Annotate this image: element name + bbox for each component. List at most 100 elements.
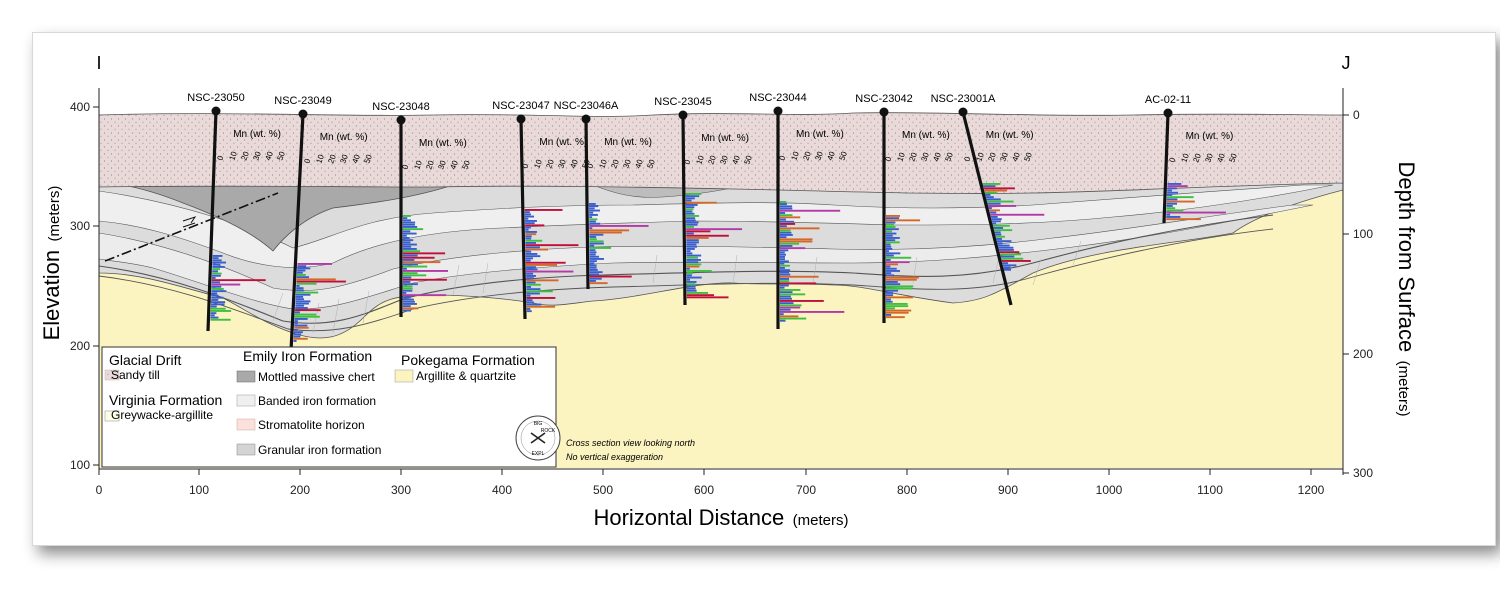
mn-bar xyxy=(296,280,346,283)
x-title-unit: (meters) xyxy=(793,512,849,529)
mn-tick-label: 20 xyxy=(907,151,919,163)
mn-bar xyxy=(686,287,696,290)
mn-bar xyxy=(986,198,1001,201)
mn-bar xyxy=(211,281,221,284)
depth-axis-title: Depth from Surface (meters) xyxy=(1394,161,1419,416)
mn-bar xyxy=(780,229,791,232)
mn-bar xyxy=(526,277,534,280)
mn-bar xyxy=(403,217,408,220)
mn-bar xyxy=(294,326,309,329)
mn-bar xyxy=(1166,209,1184,212)
mn-bar xyxy=(780,319,786,322)
mn-tick-label: 0 xyxy=(520,162,530,170)
mn-bar xyxy=(886,316,905,319)
mn-bar xyxy=(686,254,702,257)
mn-bar xyxy=(886,243,891,246)
mn-bar xyxy=(525,222,535,225)
mn-tick-label: 40 xyxy=(730,154,742,166)
mn-bar xyxy=(999,251,1020,254)
mn-bar xyxy=(212,270,219,273)
mn-bar xyxy=(780,247,806,250)
mn-bar xyxy=(210,307,226,310)
drillhole-label: NSC-23049 xyxy=(274,95,331,107)
fault-arrow-symbol xyxy=(182,216,197,228)
depth-tick: 300 xyxy=(1343,466,1373,480)
seal-text-top: BIG xyxy=(534,421,543,427)
mn-bar xyxy=(686,226,694,228)
mn-bar xyxy=(403,237,410,239)
mn-bar xyxy=(589,249,596,252)
mn-bar xyxy=(990,216,998,218)
mn-bar xyxy=(987,200,1014,203)
legend-label-granular-iron: Granular iron formation xyxy=(258,443,381,457)
x-axis-ticks: 0 100 200 300 400 500 600 700 800 900 10… xyxy=(96,469,1325,497)
mn-bar xyxy=(589,236,597,238)
drillhole-label: NSC-23047 xyxy=(492,100,549,112)
elev-tick-label: 100 xyxy=(70,458,90,472)
mn-bar xyxy=(589,209,600,212)
mn-tick-label: 40 xyxy=(931,151,943,163)
elevation-axis-title: Elevation (meters) xyxy=(39,186,64,341)
cross-section-figure: I J 0 100 200 300 400 500 600 700 800 90… xyxy=(32,32,1496,546)
x-tick-label: 900 xyxy=(998,483,1018,497)
mn-bar xyxy=(295,304,304,307)
mn-bar xyxy=(403,223,415,226)
drillhole-trace xyxy=(961,111,1013,306)
x-tick: 100 xyxy=(189,469,209,497)
mn-bar xyxy=(403,230,411,233)
x-tick: 700 xyxy=(796,469,816,497)
mn-bar xyxy=(211,283,241,286)
mn-bar xyxy=(997,242,1003,245)
mn-bar xyxy=(1166,216,1181,218)
mn-bar xyxy=(985,194,991,196)
mn-bar xyxy=(983,185,996,188)
mn-bar xyxy=(886,281,898,283)
x-axis-title: Horizontal Distance (meters) xyxy=(593,505,848,530)
mn-bar xyxy=(686,296,729,299)
mn-bar xyxy=(403,219,411,222)
mn-bar xyxy=(686,217,696,220)
mn-bar xyxy=(211,285,222,288)
mn-bar xyxy=(589,253,596,256)
mottled-massive-chert xyxy=(127,184,454,252)
mn-bar xyxy=(589,258,604,260)
depth-tick-label: 0 xyxy=(1353,108,1360,122)
mn-tick-label: 40 xyxy=(633,158,645,170)
mn-bar xyxy=(296,274,306,276)
mn-bar xyxy=(780,286,785,289)
mn-bar xyxy=(999,249,1014,251)
mn-bar xyxy=(295,300,311,303)
elev-tick-label: 300 xyxy=(70,219,90,233)
x-tick: 0 xyxy=(96,469,103,497)
mn-bar xyxy=(589,266,597,269)
mn-bar xyxy=(780,295,791,298)
mn-bar xyxy=(886,245,892,248)
mn-bar xyxy=(296,289,304,292)
mn-bar xyxy=(296,291,319,294)
mn-bar xyxy=(525,237,532,240)
legend-emily-title: Emily Iron Formation xyxy=(243,348,372,364)
mn-bar xyxy=(686,215,700,217)
mn-bar xyxy=(296,287,304,290)
mn-bar xyxy=(403,263,418,266)
mn-bar xyxy=(780,262,785,265)
mn-bar xyxy=(983,187,1015,190)
mn-bar xyxy=(989,211,997,214)
mn-bar xyxy=(1166,202,1178,205)
mn-bar xyxy=(403,298,414,301)
mn-tick-label: 30 xyxy=(556,158,568,170)
mn-axis-label: Mn (wt. %) xyxy=(1186,131,1234,142)
mn-bar xyxy=(525,255,541,258)
cross-section-canvas: I J 0 100 200 300 400 500 600 700 800 90… xyxy=(39,53,1419,530)
mn-bar xyxy=(984,189,1007,192)
mn-bar xyxy=(403,254,418,257)
mn-bar xyxy=(526,308,531,310)
mn-bar xyxy=(886,276,919,279)
mn-bar xyxy=(780,214,793,217)
mn-bar xyxy=(886,219,921,222)
mn-bar xyxy=(686,250,691,253)
mn-bar xyxy=(780,238,813,241)
mn-bar xyxy=(686,252,693,255)
